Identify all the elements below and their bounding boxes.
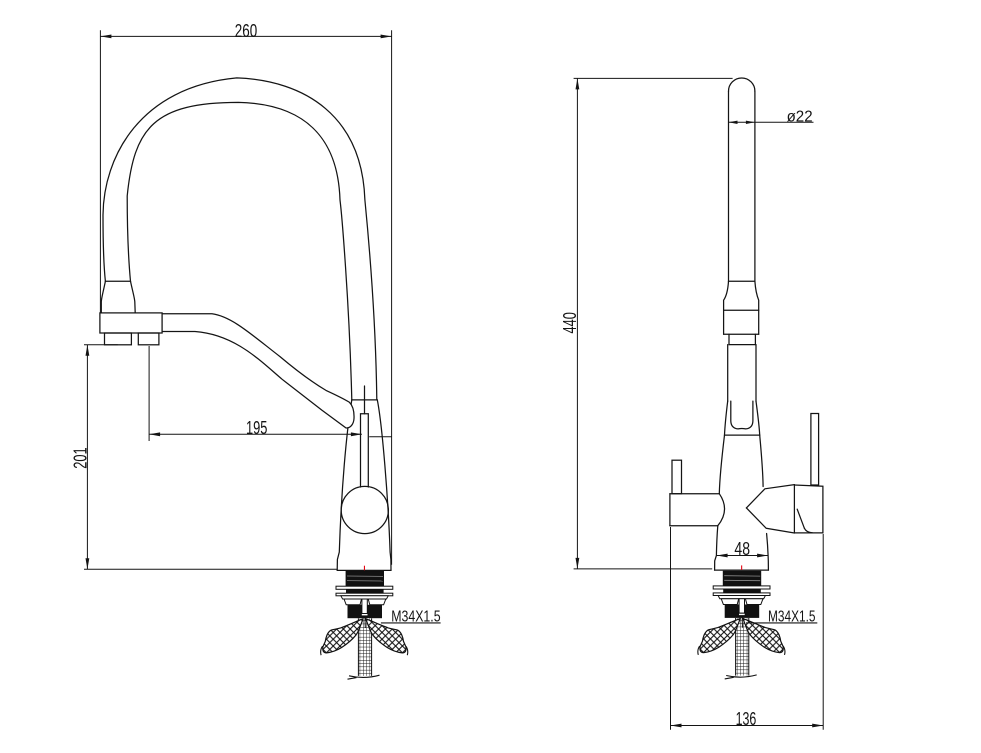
svg-text:195: 195 [246, 418, 267, 438]
svg-text:260: 260 [235, 21, 257, 41]
svg-text:440: 440 [560, 312, 580, 333]
svg-text:M34X1.5: M34X1.5 [768, 609, 816, 626]
svg-text:201: 201 [70, 447, 90, 468]
svg-text:ø22: ø22 [787, 108, 813, 125]
svg-text:M34X1.5: M34X1.5 [391, 609, 441, 626]
svg-text:48: 48 [734, 539, 750, 559]
svg-text:136: 136 [736, 709, 757, 729]
